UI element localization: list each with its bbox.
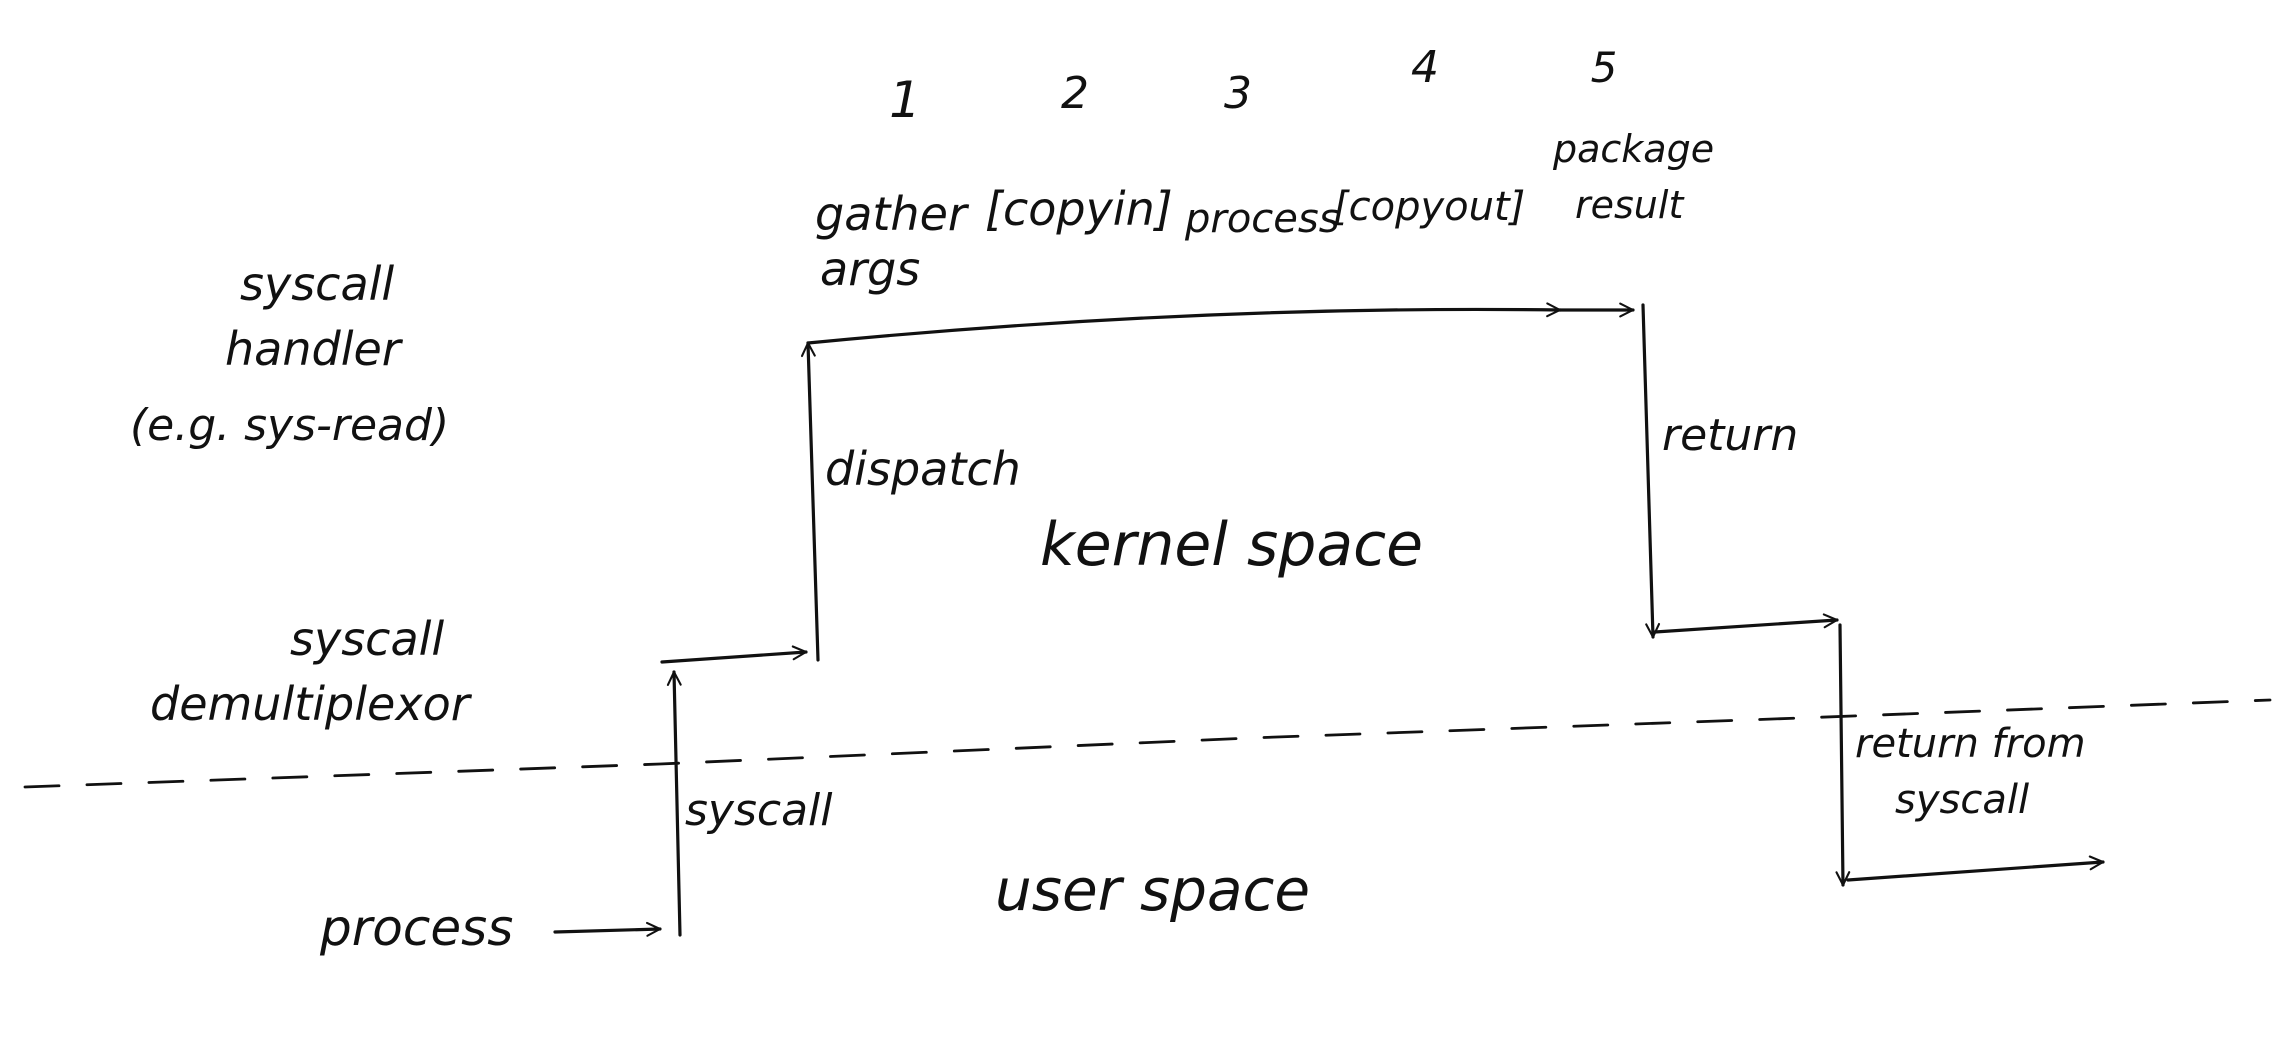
demultiplexor-return-arrow [1653,613,1839,634]
step-number-1: 1 [889,71,921,129]
kernel-space-label: kernel space [1040,510,1423,580]
syscall-arrow [666,670,682,937]
handler-arrow [806,302,1562,345]
return-from-syscall-arrow [1835,623,1851,887]
step-number-5: 5 [1591,43,1618,92]
step-gather-label: gather [815,187,970,241]
process-label: process [319,899,513,957]
handler-label-line1: syscall [240,257,394,311]
handler-label-line2: handler [225,322,404,376]
process-arrow [553,921,662,937]
step-args-label: args [820,242,920,296]
handler-label-example: (e.g. sys-read) [130,400,449,451]
step-package-label: package [1552,127,1714,171]
demultiplexor-label-line1: syscall [290,612,444,666]
return-label: return [1662,410,1798,461]
user-continuation-arrow [1846,855,2105,882]
step-process-label: process [1184,196,1340,242]
dispatch-label: dispatch [825,442,1021,496]
syscall-transition-label: syscall [685,785,833,836]
user-kernel-boundary [23,698,2272,789]
demultiplexor-label-line2: demultiplexor [150,677,473,731]
dispatch-arrow [800,341,820,662]
return-from-syscall-label-line2: syscall [1895,777,2029,823]
return-from-syscall-label-line1: return from [1855,721,2086,767]
user-space-label: user space [995,856,1310,924]
step-copyin-label: [copyin] [985,182,1173,236]
return-arrow [1641,303,1661,639]
step-copyout-label: [copyout] [1333,184,1525,230]
step-number-4: 4 [1411,42,1439,93]
step-number-3: 3 [1224,68,1252,119]
demultiplexor-arrow [660,645,808,664]
step-result-label: result [1575,183,1685,227]
step-number-2: 2 [1061,68,1089,119]
